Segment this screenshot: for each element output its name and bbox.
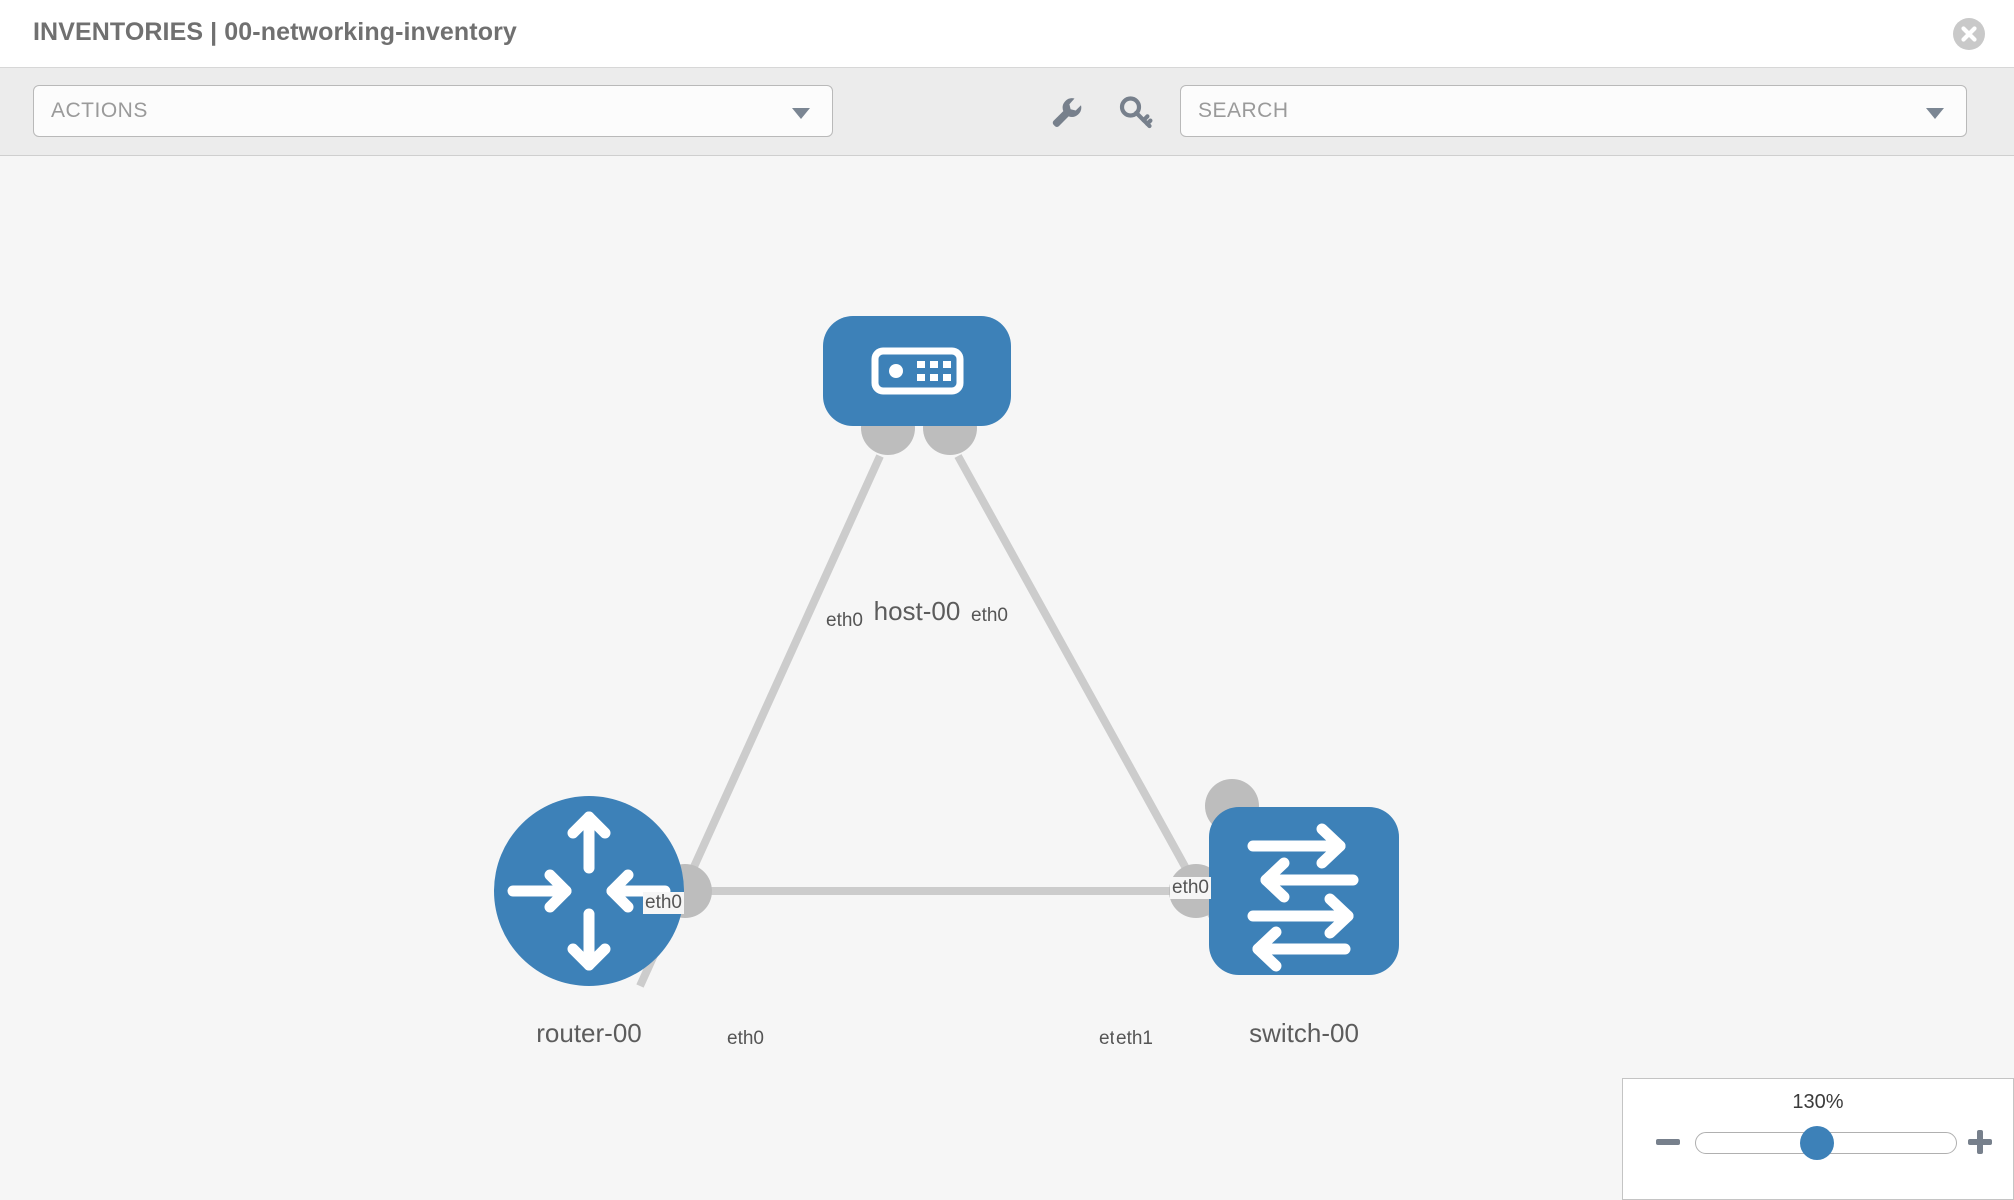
- topology-graph: [494, 316, 1399, 988]
- window-header: INVENTORIES | 00-networking-inventory: [0, 0, 2014, 68]
- actions-dropdown[interactable]: ACTIONS: [33, 85, 833, 137]
- search-input[interactable]: SEARCH: [1180, 85, 1967, 137]
- switch-arrows-icon: [1247, 823, 1359, 972]
- server-icon: [871, 347, 964, 395]
- interface-label: eth0: [643, 892, 684, 914]
- chevron-down-icon: [1926, 108, 1944, 119]
- zoom-out-button[interactable]: [1653, 1127, 1683, 1157]
- key-icon[interactable]: [1118, 94, 1154, 130]
- node-switch-00: [1209, 807, 1399, 975]
- actions-dropdown-label: ACTIONS: [51, 99, 148, 122]
- toolbar: ACTIONS SEARCH: [0, 68, 2014, 156]
- node-label-host-00: host-00: [871, 596, 963, 627]
- wrench-icon[interactable]: [1048, 94, 1084, 130]
- interface-label: eth0: [1170, 877, 1211, 899]
- interface-label: eth0: [969, 605, 1010, 627]
- zoom-control-panel: 130%: [1622, 1078, 2014, 1200]
- node-label-router-00: router-00: [534, 1018, 644, 1049]
- zoom-in-button[interactable]: [1965, 1127, 1995, 1157]
- interface-label: eth0: [725, 1028, 766, 1050]
- chevron-down-icon: [792, 108, 810, 119]
- topology-canvas[interactable]: host-00 router-00 switch-00 eth0 eth0 et…: [0, 156, 2014, 1200]
- zoom-slider-thumb[interactable]: [1800, 1126, 1834, 1160]
- zoom-percent-label: 130%: [1792, 1091, 1844, 1113]
- node-router-00: [494, 796, 684, 986]
- search-placeholder: SEARCH: [1198, 99, 1289, 122]
- interface-label: eth0: [824, 610, 865, 632]
- node-host-00: [823, 316, 1011, 426]
- router-arrows-icon: [507, 811, 671, 971]
- page-title: INVENTORIES | 00-networking-inventory: [33, 18, 517, 46]
- link-layer: [636, 454, 1244, 988]
- interface-label: eth1: [1114, 1028, 1155, 1050]
- node-label-switch-00: switch-00: [1247, 1018, 1361, 1049]
- close-icon[interactable]: [1952, 17, 1986, 51]
